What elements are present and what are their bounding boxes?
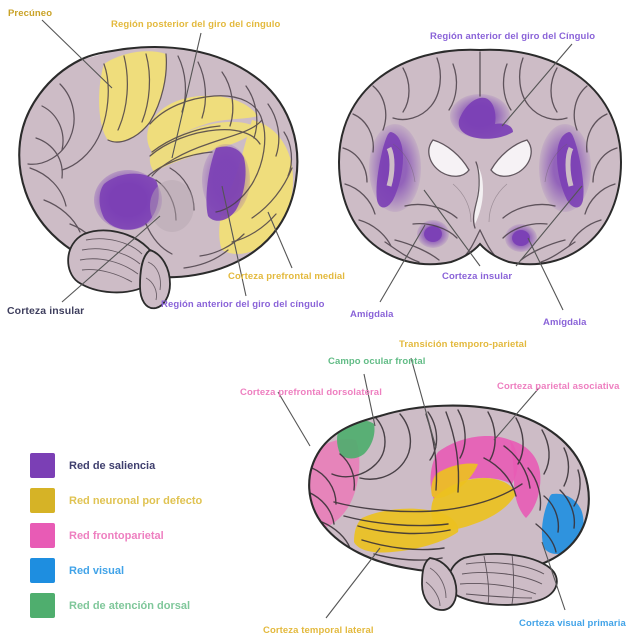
medial-leader-lines	[41, 19, 293, 303]
medial-brain-panel	[0, 28, 320, 318]
medial-brain-illustration	[18, 45, 299, 310]
legend-swatch-dorsal-attention	[30, 593, 55, 618]
legend-label-visual: Red visual	[69, 564, 125, 577]
legend-label-dorsal-attention: Red de atención dorsal	[69, 599, 191, 612]
legend-item-visual: Red visual	[30, 553, 202, 588]
label-frontal-eye-field: Campo ocular frontal	[328, 356, 426, 367]
legend-swatch-salience	[30, 453, 55, 478]
label-temporoparietal-junction: Transición temporo-parietal	[399, 339, 527, 350]
label-associative-parietal-cortex: Corteza parietal asociativa	[497, 381, 620, 392]
legend-swatch-default-mode	[30, 488, 55, 513]
legend-item-default-mode: Red neuronal por defecto	[30, 483, 202, 518]
label-dorsolateral-prefrontal-cortex: Corteza prefrontal dorsolateral	[240, 387, 382, 398]
coronal-leader-lines	[379, 43, 583, 311]
label-posterior-cingulate: Región posterior del giro del cíngulo	[111, 19, 281, 30]
legend-item-dorsal-attention: Red de atención dorsal	[30, 588, 202, 623]
lateral-brain-illustration	[308, 404, 590, 611]
coronal-brain-panel	[333, 44, 627, 284]
label-insular-cortex-medial: Corteza insular	[7, 305, 85, 317]
coronal-brain-illustration	[337, 48, 623, 266]
lateral-leader-lines	[277, 357, 566, 619]
legend-label-salience: Red de saliencia	[69, 459, 156, 472]
label-amygdala-right: Amígdala	[543, 317, 587, 328]
legend-swatch-frontoparietal	[30, 523, 55, 548]
legend-item-frontoparietal: Red frontoparietal	[30, 518, 202, 553]
lateral-brain-panel	[288, 398, 627, 613]
label-anterior-cingulate-coronal: Región anterior del giro del Cíngulo	[430, 31, 596, 42]
label-lateral-temporal-cortex: Corteza temporal lateral	[263, 625, 374, 636]
legend-item-salience: Red de saliencia	[30, 448, 202, 483]
legend-label-default-mode: Red neuronal por defecto	[69, 494, 203, 507]
label-anterior-cingulate-medial: Región anterior del giro del cíngulo	[161, 299, 325, 310]
network-legend: Red de saliencia Red neuronal por defect…	[30, 448, 202, 623]
label-primary-visual-cortex: Corteza visual primaria	[519, 618, 626, 629]
label-medial-prefrontal-cortex: Corteza prefrontal medial	[228, 271, 346, 282]
label-precuneo: Precúneo	[8, 8, 53, 19]
legend-label-frontoparietal: Red frontoparietal	[69, 529, 164, 542]
label-amygdala-left: Amígdala	[350, 309, 394, 320]
label-insular-cortex-coronal: Corteza insular	[442, 271, 513, 282]
legend-swatch-visual	[30, 558, 55, 583]
